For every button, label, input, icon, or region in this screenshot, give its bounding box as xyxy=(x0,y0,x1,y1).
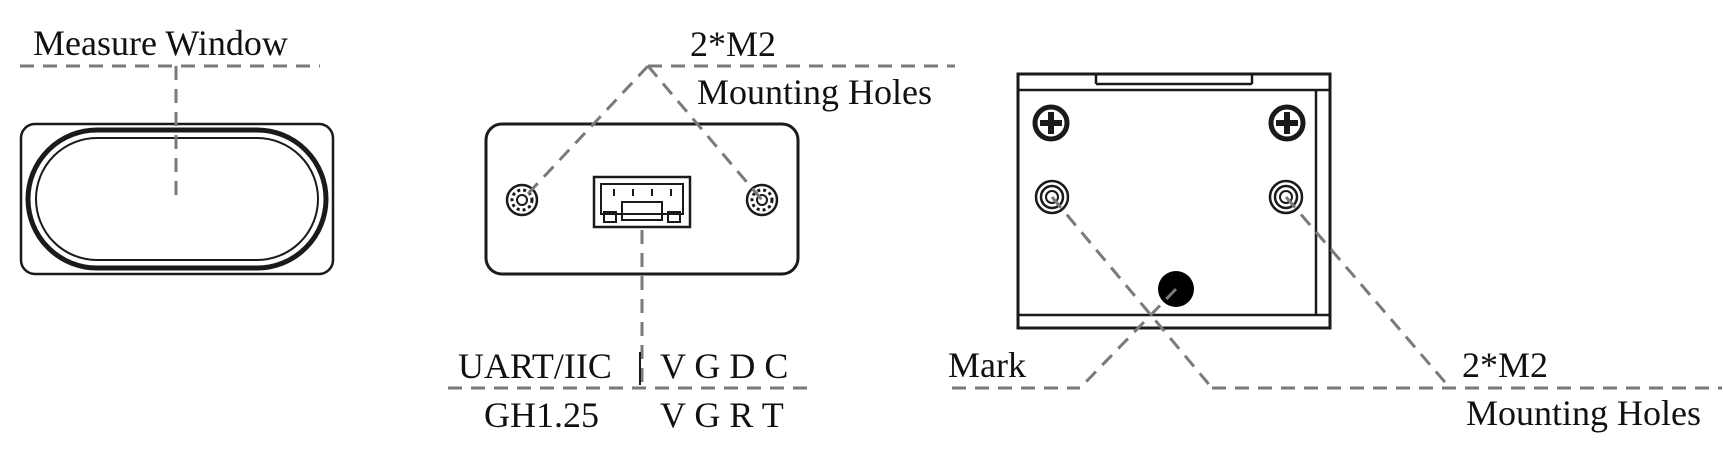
mounting-holes-leader-right xyxy=(646,65,764,201)
mounting-qty-top-label: 2*M2 xyxy=(690,24,776,64)
mounting-holes-leader-left xyxy=(520,64,650,202)
measure-window-inner xyxy=(35,137,319,261)
phillips-screw-left xyxy=(1032,104,1070,142)
measure-window-label: Measure Window xyxy=(33,23,288,63)
side-mounting-hole-right xyxy=(1268,179,1304,215)
mounting-holes-top-label: Mounting Holes xyxy=(697,72,932,112)
back-body-outline xyxy=(484,122,800,276)
phillips-screw-right xyxy=(1268,104,1306,142)
connector-interface-label: UART/IIC xyxy=(458,346,612,386)
pins-row2-label: V G R T xyxy=(660,395,784,435)
mark-label: Mark xyxy=(948,345,1026,385)
side-view: Mark 2*M2 Mounting Holes xyxy=(948,72,1722,433)
gh125-connector xyxy=(592,175,692,229)
mounting-hole-right xyxy=(745,183,779,217)
mounting-hole-left xyxy=(505,183,539,217)
side-holes-leader-right xyxy=(1284,196,1452,389)
side-holes-leader-left xyxy=(1050,196,1214,389)
mark-leader-diagonal xyxy=(1078,287,1178,390)
side-body-outline xyxy=(1016,72,1332,330)
side-mounting-hole-left xyxy=(1034,179,1070,215)
back-view: 2*M2 Mounting Holes UART/IIC V G D C GH1… xyxy=(448,24,955,435)
measure-window-outer xyxy=(25,127,329,271)
mounting-qty-side-label: 2*M2 xyxy=(1462,345,1548,385)
pins-row1-label: V G D C xyxy=(660,346,788,386)
mounting-holes-side-label: Mounting Holes xyxy=(1466,393,1701,433)
connector-type-label: GH1.25 xyxy=(484,395,599,435)
front-view: Measure Window xyxy=(19,23,335,276)
